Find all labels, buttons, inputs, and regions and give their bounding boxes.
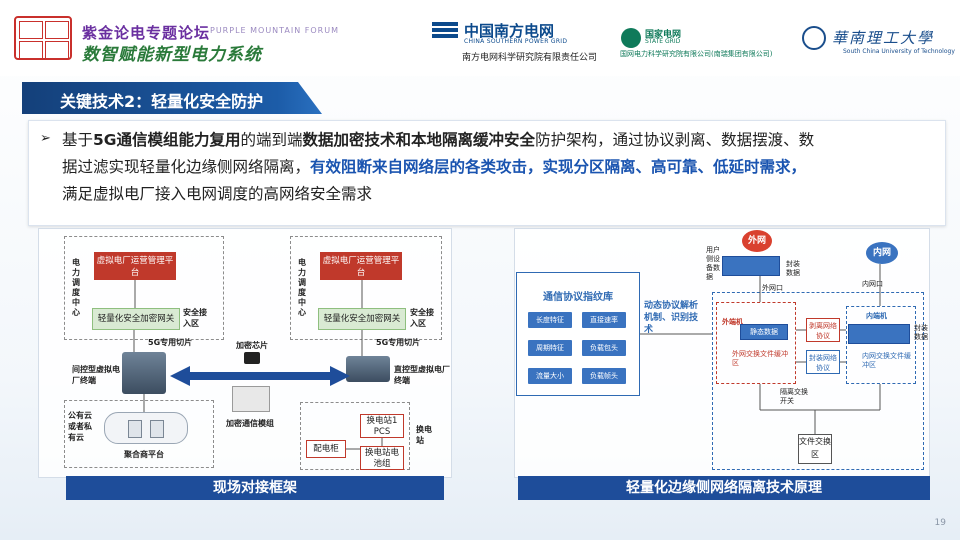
intranet-buffer-label: 内网交换文件缓冲区 [862, 352, 911, 369]
desc-line1-b: 5G通信模组能力复用 [93, 131, 241, 149]
vpp-platform-a: 虚拟电厂运营管理平台 [94, 252, 176, 280]
swap-station-zone [300, 402, 410, 470]
desc-line3: 满足虚拟电厂接入电网调度的高网络安全需求 [62, 185, 373, 203]
distribution-cabinet: 配电柜 [306, 440, 346, 458]
static-data-box: 静态数据 [740, 324, 788, 340]
dispatch-center-a-label: 电力调度中心 [72, 258, 80, 317]
extranet-buffer-label: 外网交换文件缓冲区 [732, 350, 788, 367]
extranet-cloud-icon: 外网 [742, 230, 772, 252]
strip-protocol-box: 剥离网络协议 [806, 318, 840, 342]
forum-title-en: PURPLE MOUNTAIN FORUM [210, 26, 339, 35]
sg-name: 国家电网 [645, 30, 682, 40]
crypto-chip-label: 加密芯片 [236, 341, 268, 350]
state-grid-logo-icon [621, 28, 641, 48]
lib-item: 长度特征 [528, 312, 572, 328]
secure-access-b-label: 安全接入区 [410, 308, 434, 328]
dispatch-zone-b [290, 236, 442, 340]
indirect-terminal-device-icon [122, 352, 166, 394]
secure-access-a-label: 安全接入区 [183, 308, 207, 328]
lib-item: 负载帧头 [582, 368, 626, 384]
slice-a-label: 5G专用切片 [148, 338, 193, 347]
intranet-port-label: 内网口 [862, 280, 883, 288]
fingerprint-library-title: 通信协议指纹库 [543, 292, 613, 303]
file-exchange-box: 文件交换区 [798, 434, 832, 464]
desc-line1-d: 数据加密技术和本地隔离缓冲安全 [302, 131, 536, 149]
bullet-arrow-icon: ➢ [40, 131, 51, 146]
page-number: 19 [934, 518, 946, 528]
isolation-switch-label: 隔离交换开关 [780, 388, 808, 405]
swap-battery: 换电站电池组 [360, 446, 404, 470]
gateway-a: 轻量化安全加密网关 [92, 308, 180, 330]
scut-logo-icon [802, 26, 826, 50]
intranet-cloud-icon: 内网 [866, 242, 898, 264]
caption-right: 轻量化边缘侧网络隔离技术原理 [518, 476, 930, 500]
forum-logo-icon [14, 16, 72, 60]
intranet-machine-zone [846, 306, 916, 384]
server-icon-2 [150, 420, 164, 438]
extranet-machine-zone [716, 302, 796, 384]
desc-line1-c: 的端到端 [240, 131, 303, 149]
aggregator-label: 聚合商平台 [124, 450, 164, 459]
desc-line1-e: 防护架构，通过协议剥离、数据摆渡、数 [535, 131, 815, 149]
scut-name: 華南理工大學 [832, 29, 935, 47]
dispatch-center-b-label: 电力调度中心 [298, 258, 306, 317]
section-title: 关键技术2：轻量化安全防护 [60, 92, 264, 111]
indirect-terminal-label: 间控型虚拟电厂终端 [72, 365, 120, 385]
direct-terminal-device-icon [346, 356, 390, 382]
encap-protocol-box: 封装网络协议 [806, 350, 840, 374]
caption-left: 现场对接框架 [66, 476, 444, 500]
dispatch-zone-a [64, 236, 224, 340]
desc-line2-highlight: 有效阻断来自网络层的各类攻击，实现分区隔离、高可靠、低延时需求， [310, 158, 807, 176]
description-box [28, 120, 946, 226]
gateway-b: 轻量化安全加密网关 [318, 308, 406, 330]
dynamic-parse-label: 动态协议解析机制、识别技术 [644, 301, 699, 335]
intranet-machine-label: 内端机 [866, 312, 887, 320]
comm-module-icon [232, 386, 270, 412]
intranet-data-box [848, 324, 910, 344]
cloud-label: 公有云或者私有云 [68, 411, 92, 442]
cloud-zone [64, 400, 214, 468]
extranet-machine-label: 外端机 [722, 318, 743, 326]
comm-module-label: 加密通信模组 [226, 419, 274, 428]
vpp-platform-b: 虚拟电厂运营管理平台 [320, 252, 402, 280]
direct-terminal-label: 直控型虚拟电厂终端 [394, 365, 450, 385]
lib-item: 直接速率 [582, 312, 626, 328]
lib-item: 周期特征 [528, 340, 572, 356]
sg-name-en: STATE GRID [645, 38, 681, 45]
header: 紫金论电专题论坛 PURPLE MOUNTAIN FORUM 数智赋能新型电力系… [0, 0, 960, 76]
desc-line2-a: 据过滤实现轻量化边缘侧网络隔离， [62, 158, 311, 176]
slice-b-label: 5G专用切片 [376, 338, 421, 347]
crypto-chip-icon [244, 352, 260, 364]
lib-item: 流量大小 [528, 368, 572, 384]
user-side-label: 用户侧设备数据 [706, 246, 720, 281]
seal-data-a-label: 封装数据 [786, 260, 800, 277]
lib-item: 负载包头 [582, 340, 626, 356]
scut-name-en: South China University of Technology [843, 48, 955, 55]
cloud-icon [104, 412, 188, 444]
user-data-box [722, 256, 780, 276]
csg-name: 中国南方电网 [464, 22, 555, 40]
csg-name-en: CHINA SOUTHERN POWER GRID [464, 38, 568, 45]
extranet-port-label: 外网口 [762, 284, 783, 292]
isolation-device-frame [712, 292, 924, 470]
csg-institute: 南方电网科学研究院有限责任公司 [462, 53, 598, 63]
forum-title: 紫金论电专题论坛 [82, 24, 211, 42]
swap-station-pcs: 换电站1 PCS [360, 414, 404, 438]
sg-institute: 国网电力科学研究院有限公司(南瑞集团有限公司) [620, 50, 773, 58]
swap-station-label: 换电站 [416, 425, 432, 445]
server-icon-1 [128, 420, 142, 438]
csg-logo-icon [432, 22, 458, 44]
section-title-bar [22, 82, 322, 114]
forum-subtitle: 数智赋能新型电力系统 [82, 45, 262, 65]
seal-data-b-label: 封装数据 [914, 324, 928, 341]
description-text: 基于5G通信模组能力复用的端到端数据加密技术和本地隔离缓冲安全防护架构，通过协议… [62, 127, 938, 208]
desc-line1-a: 基于 [62, 131, 94, 149]
